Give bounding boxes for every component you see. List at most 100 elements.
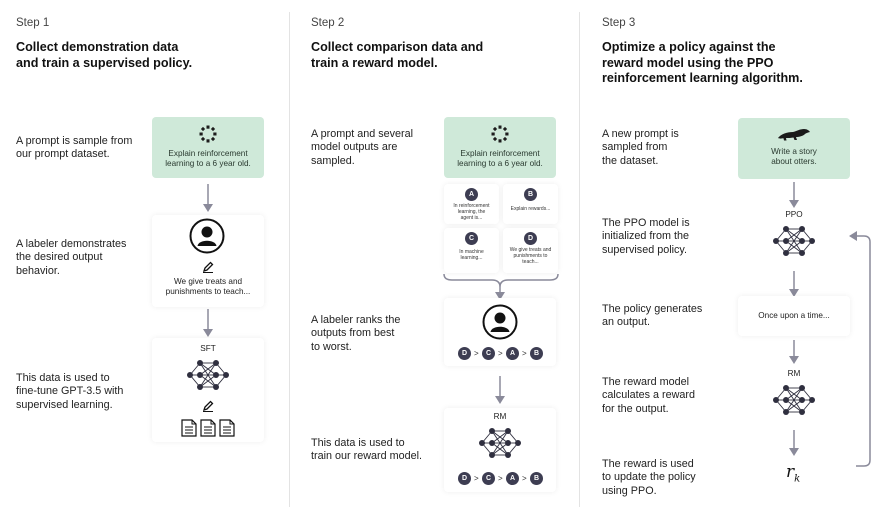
prompt-box-text: Write a story about otters. [738, 147, 850, 167]
document-icon [181, 419, 197, 437]
step-3-desc-ppo: The PPO model is initialized from the su… [602, 217, 690, 257]
rank-d: D [458, 347, 471, 360]
refresh-icon [199, 125, 217, 143]
network-edge [491, 430, 509, 456]
network-node [783, 409, 789, 415]
output-letter-c: C [465, 232, 478, 245]
rank-sep: > [522, 474, 527, 483]
output-line: agent is... [460, 215, 483, 221]
network-node [773, 397, 779, 403]
desc-line: A prompt and several [311, 128, 414, 140]
network-node [799, 250, 805, 256]
desc-line: supervised policy. [602, 243, 688, 256]
network-edge [199, 362, 217, 388]
network-node [505, 440, 511, 446]
ppo-label: PPO [785, 210, 803, 219]
step-3-output-card [738, 296, 850, 336]
arrow-down [789, 271, 799, 297]
desc-line: train our reward model. [311, 450, 423, 463]
network-node [489, 428, 495, 434]
network-edge [785, 228, 803, 254]
network-node [783, 250, 789, 256]
network-edge [785, 387, 803, 413]
person-icon [482, 304, 518, 340]
output-line: teach... [522, 259, 539, 265]
neural-network-icon [479, 428, 521, 458]
bracket-arrow [443, 273, 559, 300]
network-edge [785, 387, 803, 401]
otter-icon [778, 129, 810, 141]
pencil-icon [202, 261, 214, 273]
document-icon [219, 419, 235, 437]
step-2-desc-train: This data is used to train our reward mo… [311, 437, 422, 464]
pencil-icon [202, 400, 214, 412]
step-3-prompt-box: Write a story about otters. [738, 118, 850, 179]
sft-label: SFT [200, 344, 216, 353]
network-node [505, 428, 511, 434]
rank-sep: > [474, 474, 479, 483]
demo-text: We give treats and punishments to teach.… [152, 277, 264, 297]
desc-line: A labeler ranks the [311, 314, 401, 326]
prompt-line: Explain reinforcement [168, 149, 248, 158]
desc-line: to worst. [311, 340, 352, 353]
network-node [515, 440, 521, 446]
step-2-desc-prompt: A prompt and several model outputs are s… [311, 128, 413, 168]
network-edge [491, 430, 509, 444]
output-letter-d: D [524, 232, 537, 245]
output-text-c: In machine learning... [444, 249, 499, 261]
step-1-title: Collect demonstration data and train a s… [16, 40, 192, 71]
arrow-down [789, 182, 799, 208]
step-2-title-line: Collect comparison data and [311, 40, 484, 54]
step-2-prompt-box: Explain reinforcement learning to a 6 ye… [444, 117, 556, 178]
output-letter-a: A [465, 188, 478, 201]
output-text-d: We give treats and punishments to teach.… [503, 247, 558, 265]
step-1-desc-finetune: This data is used to fine-tune GPT-3.5 w… [16, 372, 123, 412]
desc-line: sampled from [602, 141, 668, 154]
prompt-line: about otters. [771, 157, 817, 166]
desc-line: sampled. [311, 154, 355, 167]
desc-line: This data is used to [311, 437, 405, 449]
step-1-title-line: Collect demonstration data [16, 40, 179, 54]
step-2-title: Collect comparison data and train a rewa… [311, 40, 483, 71]
output-text: Once upon a time... [758, 311, 830, 320]
step-1-prompt-box: Explain reinforcement learning to a 6 ye… [152, 117, 264, 178]
refresh-icon [491, 125, 509, 143]
output-line: punishments to [513, 253, 548, 259]
person-icon [189, 218, 225, 254]
desc-line: outputs from best [311, 327, 395, 340]
rank-sep: > [498, 349, 503, 358]
desc-line: This data is used to [16, 372, 110, 384]
output-line: Explain rewards... [510, 206, 551, 212]
desc-line: the desired output [16, 251, 103, 264]
network-edge [785, 240, 803, 254]
desc-line: the dataset. [602, 154, 659, 167]
prompt-line: Write a story [771, 147, 817, 156]
network-node [223, 372, 229, 378]
step-3-title-line: Optimize a policy against the [602, 40, 776, 54]
prompt-line: learning to a 6 year old. [165, 159, 251, 168]
step-3-desc-reward: The reward is used to update the policy … [602, 458, 696, 498]
output-line: learning, the [457, 209, 486, 215]
step-2-title-line: train a reward model. [311, 55, 438, 70]
network-node [213, 384, 219, 390]
output-text-a: In reinforcement learning, the agent is.… [444, 203, 499, 221]
reward-r: r [786, 462, 795, 482]
output-line: In machine [459, 249, 484, 255]
network-edge [199, 374, 217, 388]
network-node [213, 360, 219, 366]
network-node [809, 397, 815, 403]
desc-line: The reward is used [602, 458, 694, 470]
desc-line: A labeler demonstrates [16, 238, 127, 250]
desc-line: initialized from the [602, 230, 690, 243]
step-2-label: Step 2 [311, 17, 345, 29]
output-letter-b: B [524, 188, 537, 201]
desc-line: The policy generates [602, 303, 703, 315]
prompt-line: Explain reinforcement [460, 149, 540, 158]
desc-line: to update the policy [602, 471, 696, 484]
network-node [197, 384, 203, 390]
desc-line: for the output. [602, 402, 669, 415]
demo-line: We give treats and [173, 277, 243, 286]
network-node [489, 452, 495, 458]
step-1-title-line: and train a supervised policy. [16, 55, 193, 70]
reward-symbol: rk [786, 462, 800, 484]
